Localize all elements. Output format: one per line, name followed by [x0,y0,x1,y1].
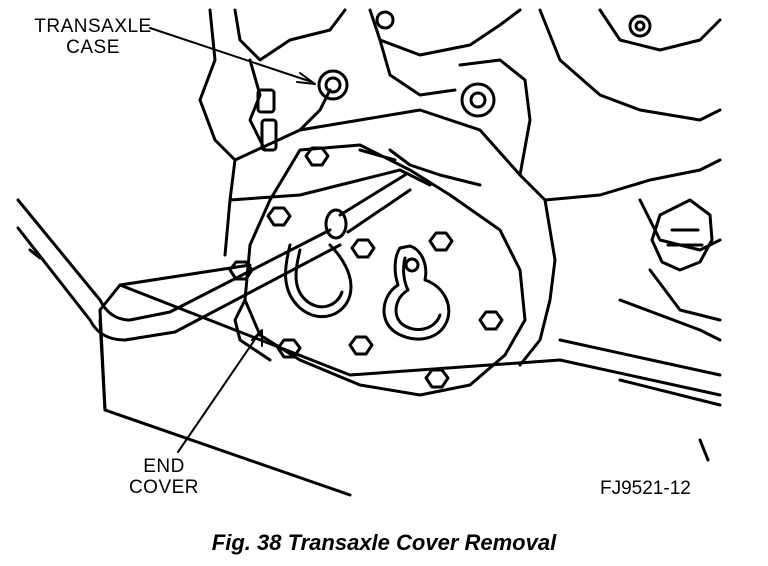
transaxle-case-label-line1: TRANSAXLE [34,16,152,37]
figure-code: FJ9521-12 [600,478,691,499]
pry-bar-tool [16,173,412,342]
end-cover-label-line2: COVER [128,477,200,498]
transaxle-case-body [198,8,722,462]
figure-caption: Fig. 38 Transaxle Cover Removal [211,530,557,555]
end-cover-label-line1: END [143,456,185,477]
callout-leader-lines [149,27,316,453]
transaxle-case-label-line2: CASE [66,37,120,58]
transaxle-case-label: TRANSAXLE CASE [18,16,168,58]
end-cover-bolt [228,146,504,389]
transaxle-pan [98,263,562,497]
end-cover-openings [284,243,451,341]
end-cover-plate [233,143,527,397]
case-bolt [256,10,652,152]
end-cover-label: END COVER [118,456,210,498]
